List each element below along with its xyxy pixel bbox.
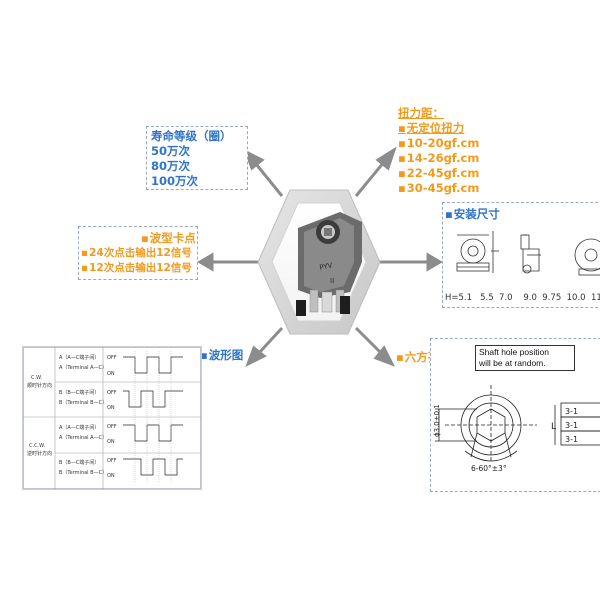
hexhole-panel: Shaft hole position will be at random. ϕ… (430, 338, 600, 492)
wf-cw-label: C.W. (31, 375, 42, 381)
wf-on-4: ON (107, 473, 115, 479)
wf-on-2: ON (107, 405, 115, 411)
hexhole-note-line1: Shaft hole position (479, 347, 549, 357)
detent-title: 波型卡点 (141, 231, 197, 246)
waveform-title-wrap: 波形图 (200, 348, 244, 363)
arrow-bottom-left (256, 326, 284, 356)
waveform-chart: C.W. 顺时针方向 C.C.W. 逆时针方向 A（A—C端子间） A（Term… (23, 347, 201, 489)
arrow-top-right (354, 161, 386, 197)
detent-item-0: 24次点击输出12信号 (81, 246, 197, 261)
hexhole-angle: 6-60°±3° (471, 464, 507, 473)
hexhole-drawing: ϕ3.0±0.1 6-60°±3° L 3-1 3-1 3-1 (433, 385, 600, 473)
arrow-head-right (426, 252, 443, 272)
wf-a-label-2: A（A—C端子间） (59, 424, 99, 431)
wf-ccw-sub: 逆时针方向 (27, 450, 52, 457)
arrow-bottom-right (354, 326, 384, 356)
arrow-head-left (197, 252, 214, 272)
hexhole-side-row-2: 3-1 (565, 435, 578, 444)
wf-cw-sub: 顺时针方向 (27, 382, 52, 389)
wf-off-4: OFF (107, 458, 117, 464)
life-rating-item-0: 50万次 (151, 144, 191, 158)
detent-panel: 波型卡点 24次点击输出12信号 12次点击输出12信号 (78, 226, 198, 280)
life-rating-item-1: 80万次 (151, 159, 191, 173)
arrow-head-bottom-left (245, 345, 267, 368)
arrow-top-left (254, 163, 284, 197)
life-rating-item-2: 100万次 (151, 174, 199, 188)
install-heights: H=5.1 5.5 7.0 9.0 9.75 10.0 11.0 (445, 293, 600, 303)
wf-b-label-1: B（B—C端子间） (59, 389, 99, 396)
waveform-panel: C.W. 顺时针方向 C.C.W. 逆时针方向 A（A—C端子间） A（Term… (22, 346, 202, 490)
product-marking-2: II (330, 277, 334, 285)
life-rating-panel: 寿命等级（圈） 50万次 80万次 100万次 (146, 126, 248, 190)
install-drawings (456, 231, 600, 276)
encoder-product-illustration: PYV II (296, 212, 362, 316)
install-size-panel: 安装尺寸 H=5.1 5.5 7.0 9.0 9.75 10.0 11.0 (442, 202, 600, 308)
life-rating-title: 寿命等级（圈） (151, 129, 232, 143)
hexhole-side-row-0: 3-1 (565, 407, 578, 416)
torque-item-2: 14-26gf.cm (398, 151, 498, 166)
wf-a-label-1b: A（Terminal A—C） (59, 365, 107, 371)
torque-title: 扭力距： (398, 106, 444, 120)
torque-item-3: 22-45gf.cm (398, 166, 498, 181)
wf-off-2: OFF (107, 390, 117, 396)
waveform-title: 波形图 (200, 348, 244, 363)
wf-b-label-2: B（B—C端子间） (59, 459, 99, 466)
wf-off-3: OFF (107, 424, 117, 430)
wf-ccw-label: C.C.W. (29, 443, 46, 449)
arrow-head-top-left (243, 148, 265, 171)
arrow-head-top-right (375, 146, 397, 171)
arrow-group (197, 146, 443, 368)
torque-panel: 扭力距： 无定位扭力 10-20gf.cm 14-26gf.cm 22-45gf… (398, 106, 498, 196)
torque-item-1: 10-20gf.cm (398, 136, 498, 151)
wf-b-label-2b: B（Terminal B—C） (59, 470, 107, 476)
wf-a-label-1: A（A—C端子间） (59, 354, 99, 361)
hexhole-diameter: ϕ3.0±0.1 (433, 404, 441, 437)
hexhole-note-line2: will be at random. (479, 358, 546, 368)
detent-item-1: 12次点击输出12信号 (81, 261, 197, 276)
wf-on-1: ON (107, 371, 115, 377)
torque-item-4: 30-45gf.cm (398, 181, 498, 196)
arrow-head-bottom-right (373, 345, 396, 367)
product-marking: PYV (319, 261, 334, 272)
hexhole-side-row-1: 3-1 (565, 421, 578, 430)
wf-off-1: OFF (107, 355, 117, 361)
hexhole-note: Shaft hole position will be at random. (475, 345, 575, 371)
wf-on-3: ON (107, 439, 115, 445)
torque-item-0: 无定位扭力 (398, 121, 498, 136)
hexhole-side-l: L (551, 422, 556, 432)
wf-b-label-1b: B（Terminal B—C） (59, 400, 107, 406)
wf-a-label-2b: A（Terminal A—C） (59, 435, 107, 441)
install-size-title: 安装尺寸 (445, 207, 600, 222)
